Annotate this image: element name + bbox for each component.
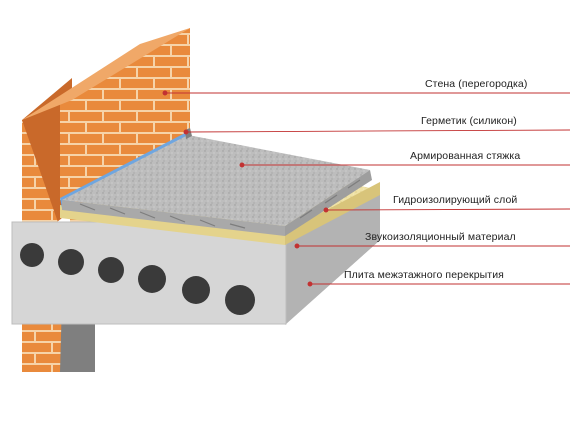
label-screed: Армированная стяжка	[410, 150, 521, 162]
slab-hole	[58, 249, 84, 275]
slab-hole	[98, 257, 124, 283]
soundproofing-side	[285, 182, 380, 245]
leader-line-sealant	[185, 129, 571, 133]
slab-hole	[225, 285, 255, 315]
leader-line-waterproofing	[325, 208, 571, 211]
label-wall: Стена (перегородка)	[425, 78, 528, 90]
label-sealant: Герметик (силикон)	[421, 115, 517, 127]
label-soundproofing: Звукоизоляционный материал	[365, 231, 516, 243]
slab-hole	[138, 265, 166, 293]
slab-hole	[182, 276, 210, 304]
leader-lines	[162, 90, 571, 287]
screed-top	[62, 135, 370, 226]
slab-hollow-cores	[20, 243, 255, 315]
reinforced-screed	[62, 128, 372, 236]
label-waterproofing: Гидроизолирующий слой	[393, 194, 518, 206]
floor-slab	[11, 190, 380, 372]
label-slab: Плита межэтажного перекрытия	[344, 269, 504, 281]
slab-hole	[20, 243, 44, 267]
reinforcement-mesh	[79, 179, 361, 229]
wall-top	[22, 28, 190, 120]
wall-main-face	[60, 28, 190, 200]
